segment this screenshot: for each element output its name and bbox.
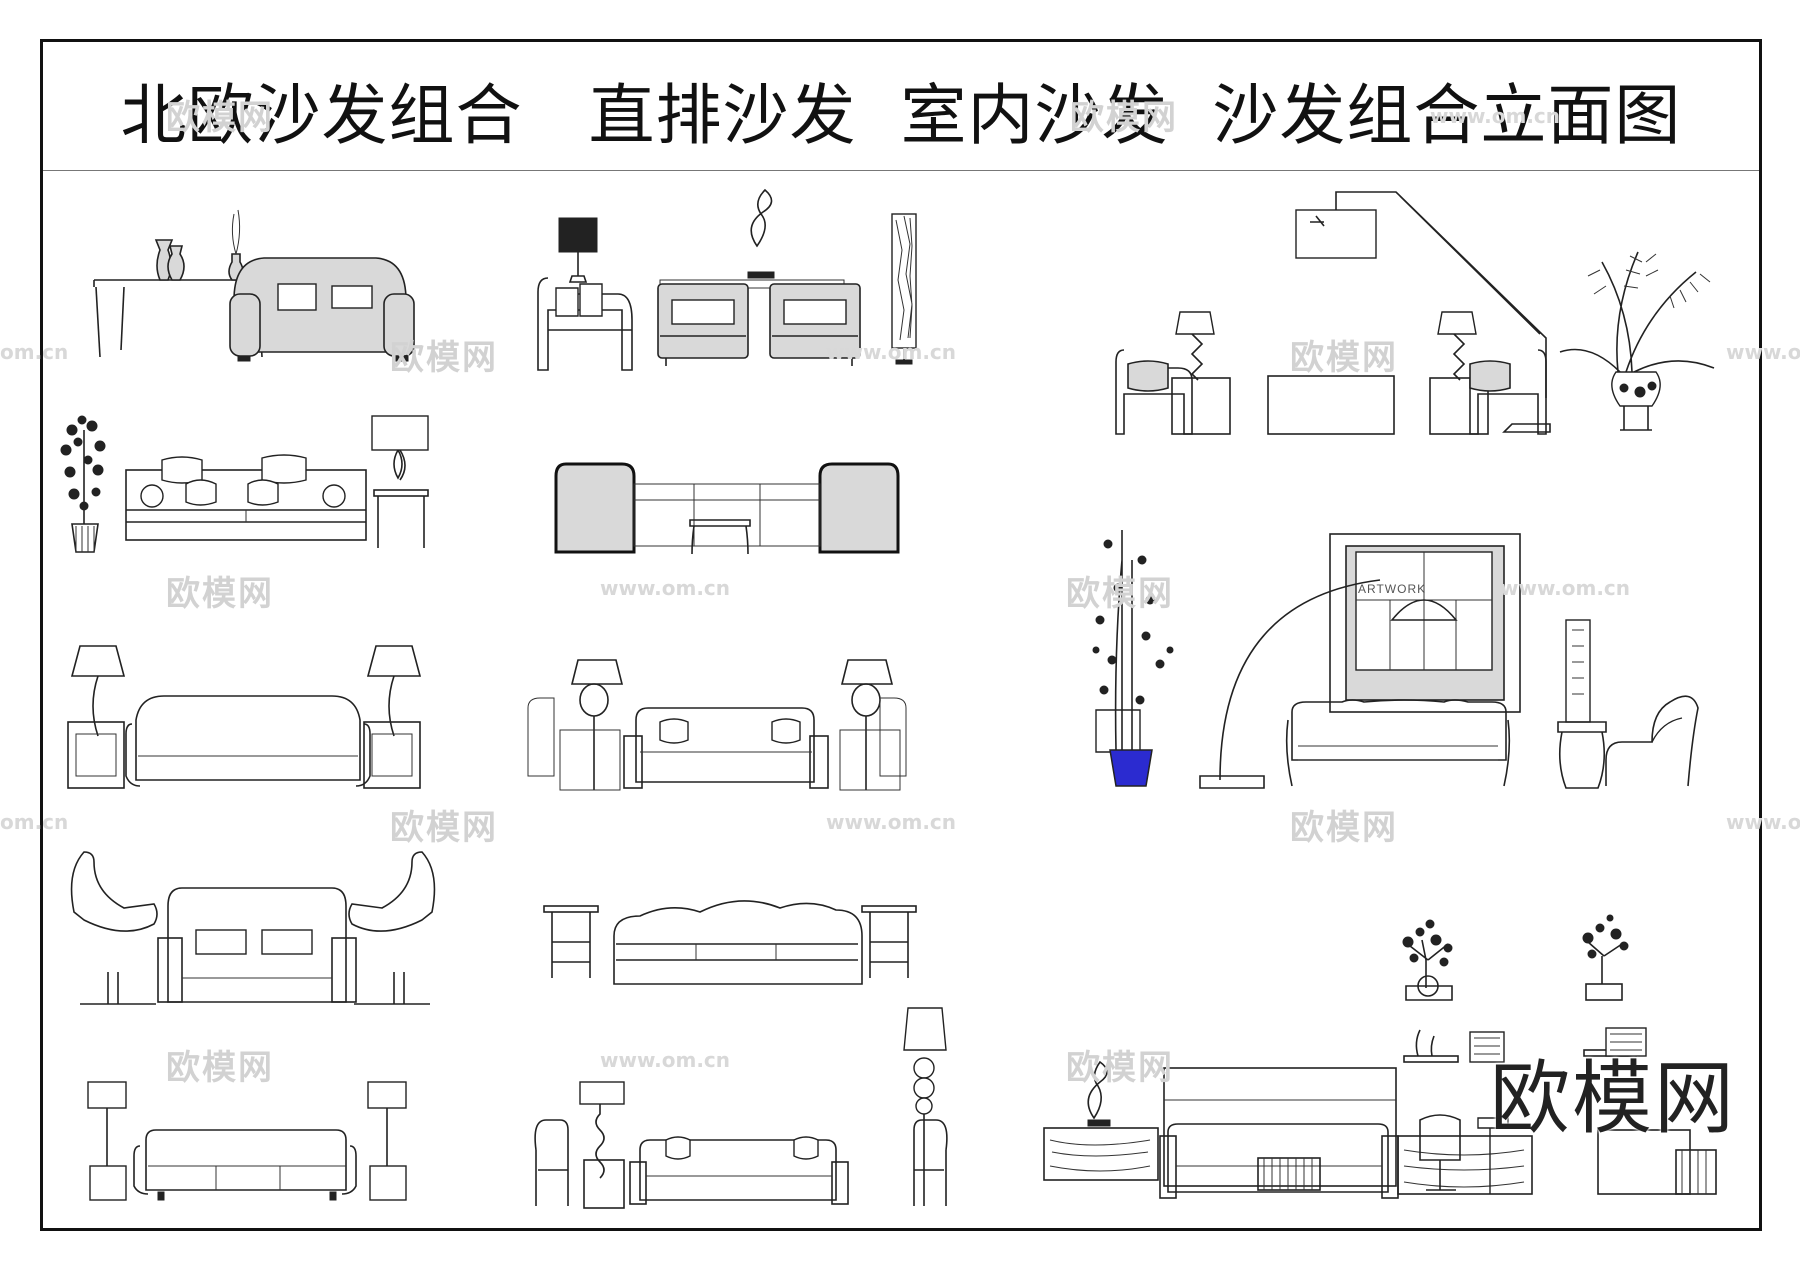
bamboo-plant-in-blue-vase — [1092, 530, 1174, 787]
arc-floor-lamp-scene — [1115, 191, 1551, 435]
watermark-url: www.om.cn — [600, 576, 731, 600]
artwork-label: ARTWORK — [1358, 582, 1427, 596]
watermark-url: www.om.cn — [1500, 576, 1631, 600]
watermark-url-fragment: om.cn — [0, 810, 69, 834]
watermark-text: 欧模网 — [390, 808, 498, 848]
watermark-url: www.om.cn — [826, 810, 957, 834]
sofa-set-with-lamps-and-chairs — [527, 659, 907, 791]
potted-tree — [60, 415, 106, 553]
watermark-url: www.om.cn — [826, 340, 957, 364]
watermark-text: 欧模网 — [1290, 338, 1398, 378]
side-table-with-lamp — [371, 415, 429, 548]
sofa-with-block-lamps — [87, 1081, 407, 1201]
grey-three-seat-sofa — [229, 257, 415, 362]
camelback-sofa-with-side-tables — [543, 900, 917, 985]
watermark-text: 欧模网 — [166, 1048, 274, 1088]
title-divider — [43, 170, 1759, 171]
watermark-text: 欧模网 — [1066, 1048, 1174, 1088]
shelf-plants-and-lamps — [1402, 914, 1647, 1063]
brand-logo-text: 欧模网 — [1490, 1052, 1736, 1145]
artwork-wall-scene — [1199, 533, 1699, 789]
watermark-url: www.om.cn — [1430, 104, 1561, 128]
sofa-between-two-lamp-tables — [67, 645, 422, 789]
watermark-text: 欧模网 — [166, 574, 274, 614]
watermark-text: 欧模网 — [1066, 574, 1174, 614]
palm-plant-in-ornate-pot — [1559, 251, 1715, 431]
tall-floor-lamp — [891, 213, 917, 365]
watermark-url-fragment: www.o — [1726, 810, 1800, 834]
watermark-url-fragment: www.o — [1726, 340, 1800, 364]
sofa-with-two-lounge-chairs — [70, 851, 436, 1005]
living-room-panel-scene — [1043, 1060, 1717, 1199]
sofa-with-armchairs-and-floor-lamp — [534, 1007, 948, 1209]
twin-armchairs-with-sculpture — [657, 188, 861, 366]
watermark-text: 欧模网 — [1290, 808, 1398, 848]
watermark-text: 欧模网 — [166, 98, 274, 138]
long-sofa-with-pillows — [125, 454, 367, 541]
watermark-text: 欧模网 — [390, 338, 498, 378]
watermark-url-fragment: om.cn — [0, 340, 69, 364]
bold-armchair-pair-with-console — [554, 462, 900, 555]
watermark-url: www.om.cn — [600, 1048, 731, 1072]
page-title: 北欧沙发组合 直排沙发 室内沙发 沙发组合立面图 — [120, 77, 1682, 154]
side-armchair-with-table-lamp — [537, 217, 633, 371]
watermark-text: 欧模网 — [1070, 98, 1178, 138]
